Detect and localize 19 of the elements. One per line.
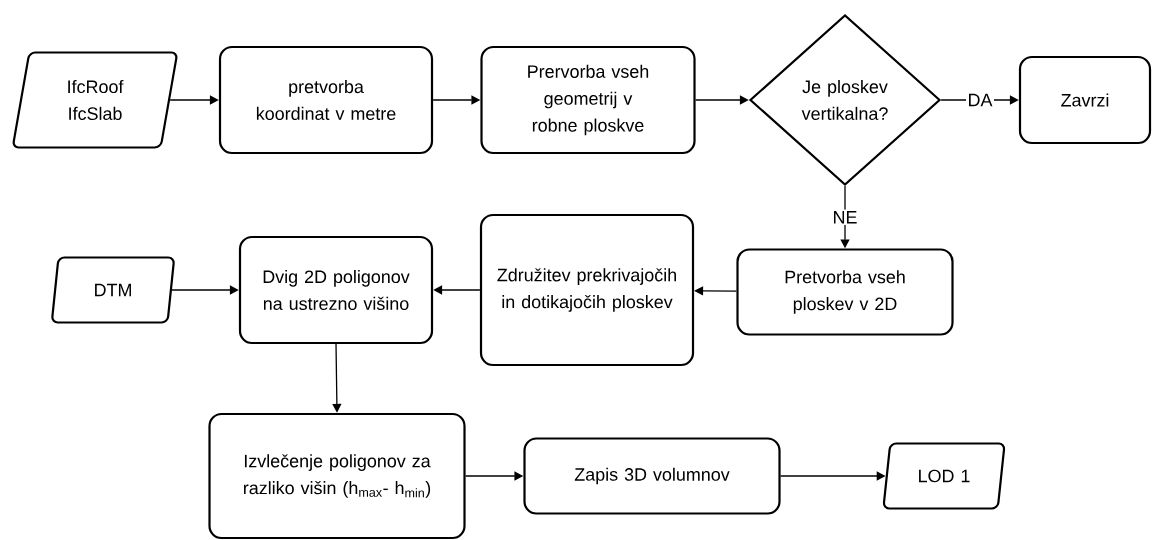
arrow xyxy=(169,95,219,105)
arrow xyxy=(332,343,342,413)
data-parallelogram: IfcRoof IfcSlab xyxy=(12,51,178,149)
process-box: Zavrzi xyxy=(1018,55,1152,145)
process-box: Združitev prekrivajočih in dotikajočih ploskev xyxy=(479,213,695,367)
arrow xyxy=(433,285,481,295)
data-parallelogram: DTM xyxy=(51,256,175,324)
arrow xyxy=(694,286,738,296)
process-box: Izvlečenje poligonov za razliko višin (h$_{max}$- h$_{min}$) xyxy=(208,412,466,540)
process-box: pretvorba koordinat v metre xyxy=(218,45,434,155)
process-box: Prervorba vseh geometrij v robne ploskve xyxy=(480,45,696,155)
process-box: Zapis 3D volumnov xyxy=(523,437,781,515)
edge-label: DA xyxy=(966,92,994,108)
edge-label: NE xyxy=(831,209,859,225)
process-box: Pretvorba vseh ploskev v 2D xyxy=(736,248,954,336)
arrow xyxy=(694,95,749,105)
process-box: Dvig 2D poligonov na ustrezno višino xyxy=(238,235,434,345)
arrow xyxy=(171,285,239,295)
data-parallelogram: LOD 1 xyxy=(882,442,1006,510)
